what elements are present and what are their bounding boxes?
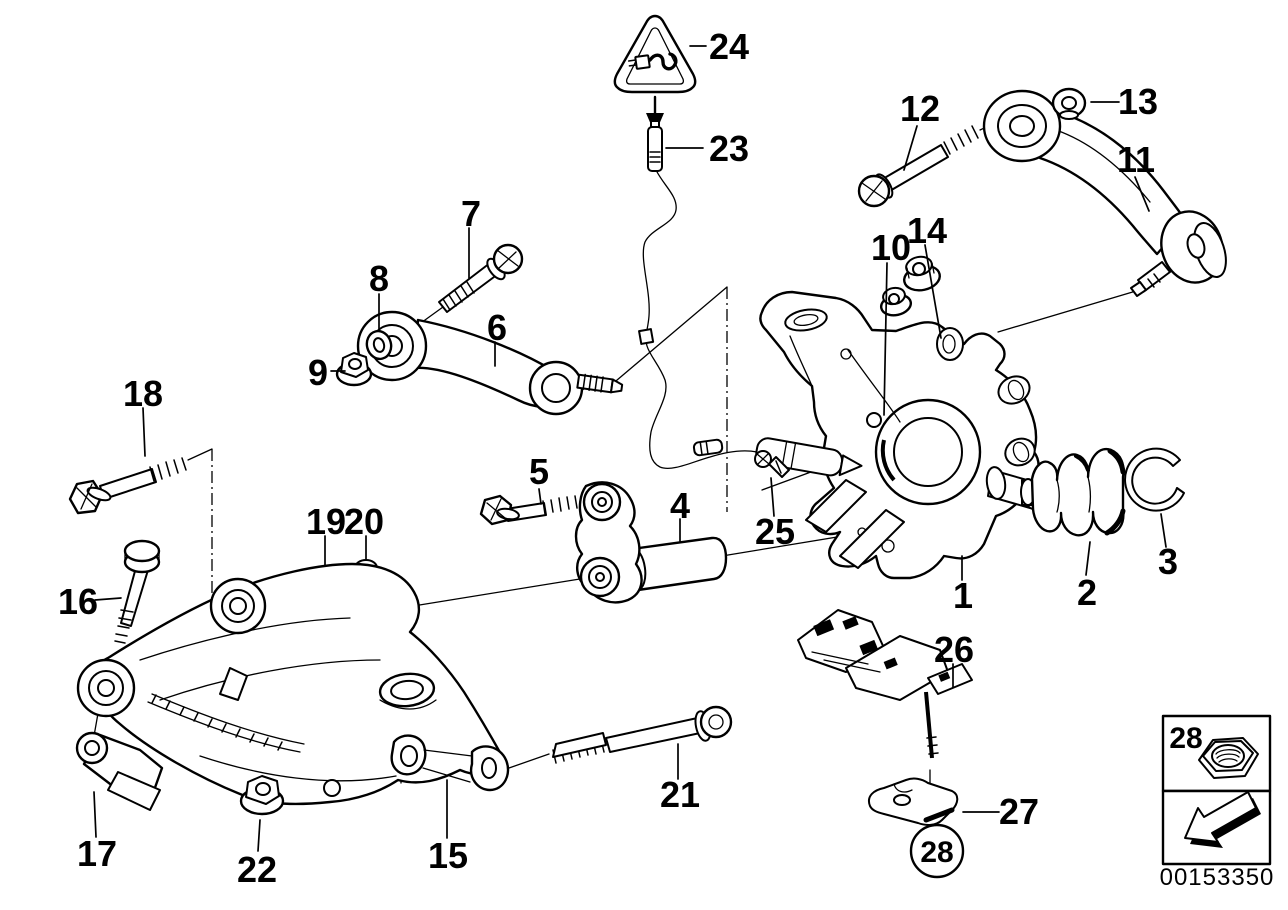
part-8-washer (365, 329, 393, 361)
part-18-bolt (68, 457, 187, 515)
callout-26: 26 (934, 629, 974, 670)
callout-19: 19 (306, 501, 346, 542)
drawing-number: 00153350 (1160, 864, 1275, 891)
part-17-bracket (75, 731, 164, 811)
callout-labels: 24 23 7 8 9 6 12 13 11 14 10 18 5 4 25 1… (58, 26, 1178, 890)
callout-10: 10 (871, 227, 911, 268)
callout-2: 2 (1077, 572, 1097, 613)
hex-nut-icon (1198, 737, 1259, 779)
part-13-bushing (1051, 87, 1087, 120)
callout-23: 23 (709, 128, 749, 169)
part-2-cv-boot (1020, 447, 1126, 537)
part-25-screw (754, 450, 790, 478)
callout-17: 17 (77, 833, 117, 874)
callout-16: 16 (58, 581, 98, 622)
callout-3: 3 (1158, 541, 1178, 582)
direction-arrow-icon (1184, 791, 1261, 848)
callout-25: 25 (755, 511, 795, 552)
part-7-bolt (438, 243, 524, 313)
integral-link (574, 481, 643, 604)
callout-27: 27 (999, 791, 1039, 832)
callout-18: 18 (123, 373, 163, 414)
callout-20: 20 (344, 501, 384, 542)
part-21-bolt (552, 705, 733, 764)
part-14-nut (903, 255, 941, 292)
callout-21: 21 (660, 774, 700, 815)
part-11-guide-link (982, 89, 1227, 297)
callout-15: 15 (428, 835, 468, 876)
callout-11: 11 (1117, 139, 1155, 180)
callout-4: 4 (670, 485, 690, 526)
part-15-trailing-arm (76, 562, 510, 806)
part-3-snap-ring (1124, 447, 1185, 512)
part-27-plate (868, 777, 959, 826)
callout-28-circle: 28 (920, 836, 953, 869)
warning-triangle-icon (613, 14, 697, 94)
callout-14: 14 (907, 210, 947, 251)
callout-22: 22 (237, 849, 277, 890)
part-26-actuator (797, 609, 973, 759)
callout-12: 12 (900, 88, 940, 129)
callout-1: 1 (953, 575, 973, 616)
part-16-bolt (114, 539, 161, 644)
callout-7: 7 (461, 193, 481, 234)
circled-28: 28 (909, 823, 965, 879)
part-12-bolt (857, 125, 979, 208)
part-23-abs-sensor-cable (638, 120, 758, 469)
part-22-nut (239, 775, 285, 816)
callout-5: 5 (529, 451, 549, 492)
part-1-wheel-carrier (759, 290, 1040, 580)
part-10-nut (879, 286, 913, 317)
callout-6: 6 (487, 307, 507, 348)
callout-9: 9 (308, 352, 328, 393)
legend-item-number: 28 (1169, 722, 1202, 755)
leader-lines (93, 45, 1167, 852)
callout-8: 8 (369, 258, 389, 299)
part-9-nut (335, 352, 373, 387)
legend: 28 (1161, 714, 1272, 866)
ball-pin (576, 373, 624, 394)
callout-13: 13 (1118, 81, 1158, 122)
part-5-bolt (479, 494, 578, 526)
callout-24: 24 (709, 26, 749, 67)
